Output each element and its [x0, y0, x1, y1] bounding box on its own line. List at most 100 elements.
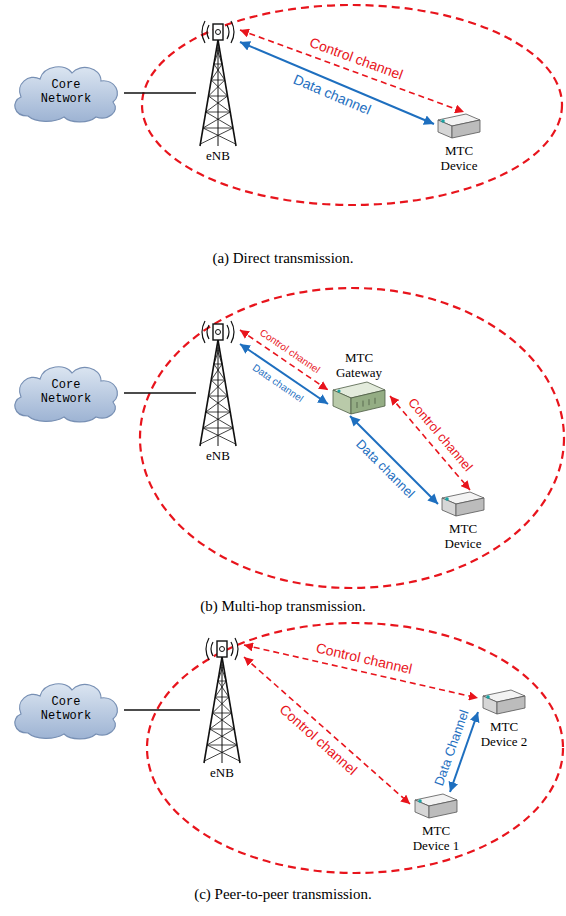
control-label: Control channel	[306, 34, 407, 84]
tower-strut	[206, 112, 230, 113]
tower-icon	[196, 18, 240, 148]
antenna	[213, 24, 223, 40]
cloud-outline	[15, 684, 118, 739]
tower-strut	[214, 348, 219, 364]
tower-strut	[208, 396, 230, 412]
device-front	[452, 120, 480, 138]
tower-icon	[196, 318, 240, 448]
cloud-label: Core Network	[28, 695, 104, 723]
tower-strut	[215, 697, 229, 698]
tower-strut	[222, 657, 240, 763]
cell-boundary	[140, 288, 564, 588]
cloud-label: Core Network	[28, 78, 104, 106]
tower-strut	[218, 340, 219, 446]
tower-strut	[210, 713, 232, 729]
antenna	[213, 324, 223, 340]
node-label: eNB	[196, 448, 240, 463]
tower-strut	[211, 64, 222, 80]
tower-strut	[211, 380, 225, 381]
control-label: Control channel	[403, 394, 475, 476]
tower-strut	[218, 665, 223, 681]
node-label: MTC Device 1	[410, 823, 462, 853]
tower-strut	[204, 745, 237, 761]
tower-strut	[218, 40, 236, 146]
antenna	[220, 647, 225, 652]
control-label: Control channel	[275, 701, 362, 780]
cloud-label: Core Network	[28, 378, 104, 406]
device-side	[438, 120, 452, 138]
gateway-vent	[375, 398, 376, 404]
device-icon	[413, 792, 459, 820]
device-front	[429, 800, 457, 818]
tower-strut	[208, 96, 230, 112]
backhaul-link	[124, 92, 196, 94]
device-side	[442, 498, 456, 516]
radio-wave	[227, 325, 229, 339]
device-led	[445, 497, 449, 501]
tower-strut	[208, 380, 224, 396]
tower-strut	[206, 112, 233, 128]
node-label: MTC Gateway	[328, 350, 390, 380]
tower-strut	[208, 96, 227, 97]
antenna	[216, 330, 221, 335]
tower-strut	[210, 729, 237, 745]
radio-wave	[227, 25, 229, 39]
tower-strut	[203, 128, 236, 144]
tower-strut	[208, 396, 227, 397]
tower-strut	[214, 64, 225, 80]
cloud-node: Core Network	[8, 60, 124, 124]
gateway-vent	[369, 399, 370, 405]
device-node: MTC Device 1	[410, 792, 462, 853]
gateway-front	[351, 390, 385, 414]
device-side	[483, 696, 497, 714]
device-node: MTC Device 2	[478, 688, 530, 749]
radio-wave	[207, 25, 209, 39]
cell-boundary	[142, 5, 562, 205]
radio-wave	[202, 21, 205, 43]
node-label: eNB	[200, 765, 244, 780]
radio-wave	[206, 638, 209, 660]
sub-caption: (a) Direct transmission.	[0, 250, 566, 267]
tower-strut	[203, 112, 230, 128]
tower-strut	[212, 697, 228, 713]
tower-strut	[207, 745, 240, 761]
gateway-vent	[363, 401, 364, 407]
device-led	[486, 695, 490, 699]
device-front	[497, 696, 525, 714]
tower-icon	[200, 635, 244, 765]
tower-strut	[214, 364, 222, 365]
tower-strut	[204, 657, 222, 763]
base-station: eNB	[200, 635, 244, 780]
tower-strut	[200, 128, 233, 144]
device-node: MTC Device	[438, 490, 488, 551]
tower-strut	[218, 40, 219, 146]
radio-wave	[231, 21, 234, 43]
sub-caption: (b) Multi-hop transmission.	[0, 598, 566, 615]
radio-wave	[231, 642, 233, 656]
tower-strut	[210, 729, 234, 730]
antenna	[217, 641, 227, 657]
sub-caption: (c) Peer-to-peer transmission.	[0, 886, 566, 903]
tower-strut	[221, 665, 224, 666]
device-icon	[436, 112, 482, 140]
tower-strut	[221, 665, 226, 681]
radio-wave	[207, 325, 209, 339]
device-front	[456, 498, 484, 516]
backhaul-link	[124, 392, 196, 394]
tower-strut	[208, 80, 224, 96]
tower-strut	[214, 64, 222, 65]
radio-wave	[211, 642, 213, 656]
tower-strut	[217, 348, 220, 349]
tower-strut	[206, 396, 228, 412]
tower-strut	[212, 713, 231, 714]
tower-strut	[200, 40, 218, 146]
tower-strut	[206, 412, 230, 413]
data-label: Data channel	[352, 435, 419, 502]
device-icon	[440, 490, 486, 518]
device-led	[418, 799, 422, 803]
tower-strut	[217, 48, 220, 49]
tower-strut	[203, 128, 233, 129]
tower-strut	[203, 428, 236, 444]
base-station: eNB	[196, 318, 240, 463]
